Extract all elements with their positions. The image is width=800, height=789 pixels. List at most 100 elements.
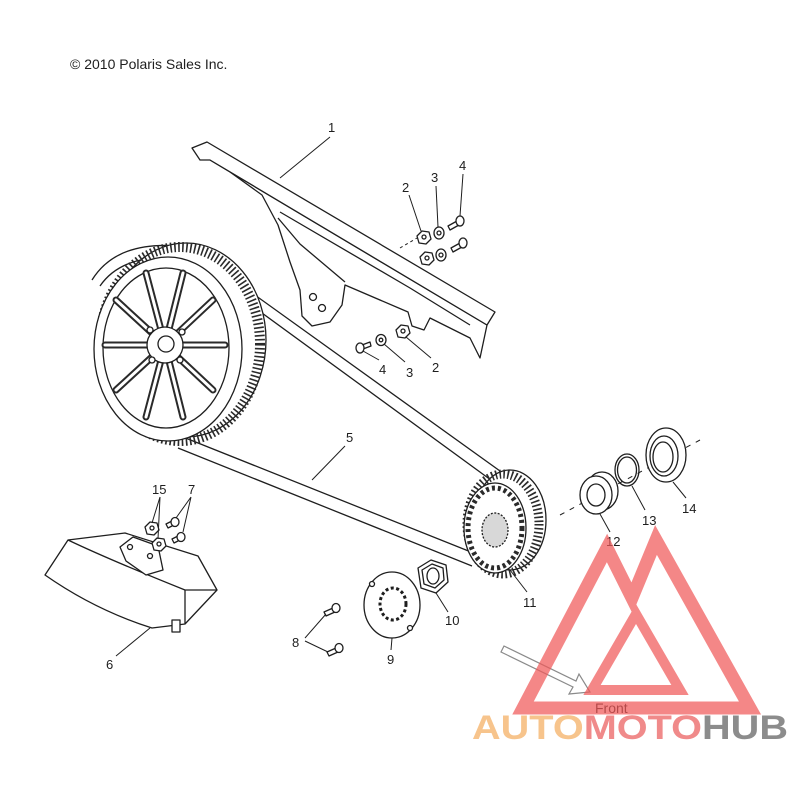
leader-6 <box>115 627 151 657</box>
upper-fasteners <box>399 215 468 266</box>
leader-14 <box>672 481 687 499</box>
bolt-head <box>334 642 344 654</box>
nut-hole <box>421 234 427 240</box>
watermark-auto: AUTO <box>472 709 584 747</box>
leader-3-lower <box>383 343 406 363</box>
snap-ring <box>614 453 640 487</box>
callout-label: 2 <box>402 180 409 195</box>
callout-label: 14 <box>682 501 696 516</box>
callout-label: 6 <box>106 657 113 672</box>
drive-pulley-spline-bore <box>481 512 509 548</box>
belt-lower-outer <box>177 447 473 567</box>
pulley-teeth <box>95 242 265 446</box>
callout-labels: 1 2 3 4 4 3 2 5 15 7 6 8 9 10 11 12 13 1… <box>106 120 696 672</box>
bracket-hole <box>146 552 154 560</box>
drive-pulley-gear <box>465 485 525 571</box>
leader-7 <box>175 496 192 533</box>
leader-2-upper <box>408 194 422 232</box>
bolt-head <box>176 531 186 543</box>
bolt-head <box>455 215 465 227</box>
watermark-moto: MOTO <box>584 709 702 747</box>
leader-4-upper <box>459 173 464 217</box>
pulley-hub-bore <box>157 335 175 353</box>
leader-5 <box>311 445 346 481</box>
bolt-head <box>331 602 341 614</box>
retainer-plate <box>363 571 421 639</box>
leader-15 <box>151 496 161 540</box>
lower-guard <box>44 532 218 633</box>
belt-guard-web <box>209 159 488 359</box>
washer-hole <box>436 230 442 236</box>
hub-bolt <box>146 326 154 334</box>
callout-label: 15 <box>152 482 166 497</box>
bracket-hole <box>126 543 134 551</box>
retainer-plate-hole <box>406 624 414 632</box>
washer-hole <box>378 337 384 343</box>
retainer-bolts <box>323 602 344 657</box>
copyright-text: © 2010 Polaris Sales Inc. <box>70 56 227 72</box>
belt-guard-hole <box>317 303 327 313</box>
spacer-bore <box>586 483 606 507</box>
leader-10 <box>435 592 449 613</box>
leader-13 <box>631 485 646 511</box>
belt-guard <box>191 141 496 359</box>
callout-label: 9 <box>387 652 394 667</box>
retainer-plate-splines <box>378 586 408 622</box>
watermark-inner-triangle-icon <box>583 604 689 695</box>
lower-guard-edge <box>67 539 217 591</box>
callout-label: 7 <box>188 482 195 497</box>
bolt-head <box>458 237 468 249</box>
callout-label: 3 <box>431 170 438 185</box>
callout-label: 3 <box>406 365 413 380</box>
leader-11 <box>509 569 528 593</box>
callout-label: 4 <box>379 362 386 377</box>
leader-1 <box>279 136 331 179</box>
lower-guard-tab <box>171 619 181 633</box>
leader-8 <box>304 613 329 653</box>
watermark-hub: HUB <box>702 709 788 747</box>
watermark-logo <box>512 525 762 715</box>
hub-bolt <box>148 356 156 364</box>
callout-label: 4 <box>459 158 466 173</box>
leader-3-upper <box>435 185 439 228</box>
pulley-nut-bore <box>426 567 440 585</box>
callout-label: 13 <box>642 513 656 528</box>
belt-guard-hole <box>308 292 318 302</box>
belt-lower-inner <box>182 436 477 555</box>
bolt-head <box>355 342 365 354</box>
lower-guard-body <box>44 532 218 629</box>
leader-12 <box>599 513 611 533</box>
nut-hole <box>156 541 162 547</box>
callout-label: 11 <box>523 595 537 610</box>
callout-label: 8 <box>292 635 299 650</box>
spacer <box>579 471 619 515</box>
callout-label: 10 <box>445 613 459 628</box>
lower-guard-fasteners <box>144 516 186 552</box>
nut-hole <box>400 328 406 334</box>
leader-4-lower <box>362 350 380 361</box>
nut-hole <box>149 525 155 531</box>
belt-guard-flange <box>191 141 496 326</box>
leader-2-lower <box>405 336 432 359</box>
belt-guard-inner-edge <box>279 211 471 326</box>
callout-label: 2 <box>432 360 439 375</box>
rear-wheel-pulley <box>93 242 267 446</box>
leader-lines <box>115 136 687 657</box>
watermark-triangle-icon <box>512 525 762 715</box>
retainer-plate-hole <box>368 580 376 588</box>
hub-bolt <box>178 328 186 336</box>
washer-hole <box>438 252 444 258</box>
seal <box>645 427 687 483</box>
snap-ring-outer <box>614 453 640 487</box>
nut-hole <box>424 255 430 261</box>
snap-ring-inner <box>616 456 638 484</box>
leader-9 <box>390 637 393 651</box>
pulley-nut <box>417 559 449 594</box>
drive-pulley-teeth <box>462 469 544 579</box>
callout-label: 5 <box>346 430 353 445</box>
belt-guard-cutout-edge <box>277 217 346 283</box>
callout-label: 1 <box>328 120 335 135</box>
hub-bolt <box>176 356 184 364</box>
